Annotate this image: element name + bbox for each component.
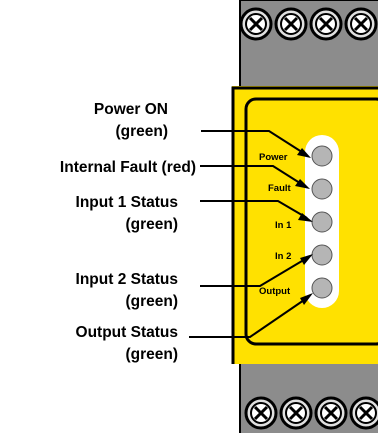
led-power	[311, 145, 333, 167]
leader-line-in2	[200, 257, 308, 287]
screw-icon	[239, 7, 273, 41]
callout-in1-color: (green)	[125, 216, 178, 233]
leader-line-power	[201, 130, 306, 155]
callout-in2-title: Input 2 Status	[76, 271, 178, 288]
screw-icon	[349, 396, 378, 430]
callout-in2-color: (green)	[125, 293, 178, 310]
screw-icon	[314, 396, 348, 430]
led-label-power: Power	[259, 152, 288, 163]
arrowhead-in2	[300, 254, 313, 265]
leader-line-output	[189, 297, 308, 338]
callout-output-title: Output Status	[76, 324, 178, 341]
callout-power-color: (green)	[115, 123, 168, 140]
leader-lines	[189, 130, 308, 338]
arrowhead-fault	[295, 179, 310, 189]
arrowhead-power	[297, 148, 311, 158]
led-in2	[311, 244, 333, 266]
leader-line-in1	[200, 200, 308, 219]
led-fault	[311, 178, 333, 200]
led-output	[311, 277, 333, 299]
screw-icon	[274, 7, 308, 41]
screw-icon	[244, 396, 278, 430]
led-label-in2: In 2	[275, 251, 291, 262]
led-label-in1: In 1	[275, 220, 292, 231]
leader-arrowheads	[295, 148, 313, 305]
arrowhead-in1	[298, 213, 313, 222]
callout-in1-title: Input 1 Status	[76, 194, 178, 211]
screw-icon	[344, 7, 378, 41]
led-label-output: Output	[259, 286, 291, 297]
screw-icon	[279, 396, 313, 430]
callout-output-color: (green)	[125, 346, 178, 363]
front-panel-outline	[231, 86, 378, 364]
arrowhead-output	[300, 293, 313, 305]
front-panel-inner-border	[244, 97, 378, 346]
led-in1	[311, 211, 333, 233]
screw-icon	[309, 7, 343, 41]
callout-fault-title: Internal Fault (red)	[60, 159, 196, 176]
led-label-fault: Fault	[268, 183, 292, 194]
leader-line-fault	[200, 165, 304, 186]
callout-power-title: Power ON	[94, 101, 168, 118]
